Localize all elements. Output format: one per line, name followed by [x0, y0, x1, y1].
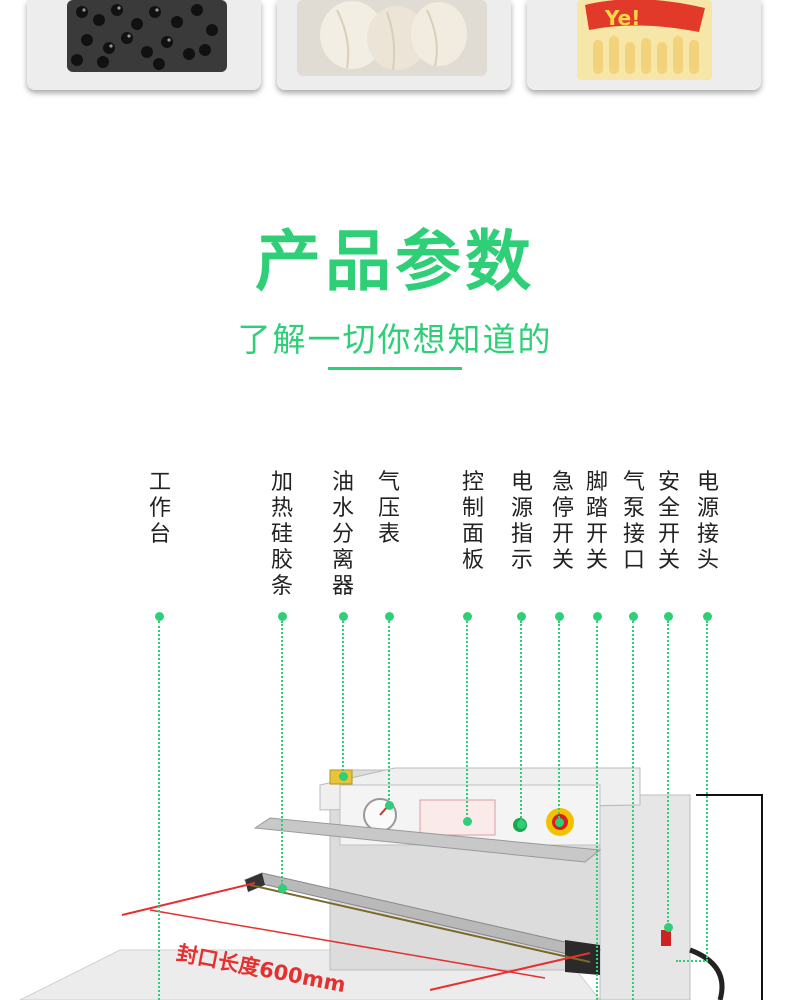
endpoint-oil-water-separator: [339, 772, 348, 781]
endpoint-control-panel: [463, 817, 472, 826]
page-subtitle: 了解一切你想知道的: [237, 320, 553, 359]
sample-card-snack: Ye!: [527, 0, 761, 90]
endpoint-air-pressure-gauge: [385, 801, 394, 810]
label-power-indicator: 电源指示: [510, 470, 533, 573]
marker-power-connector: [703, 612, 712, 621]
marker-power-indicator: [517, 612, 526, 621]
leader-air-pump-port: [632, 621, 634, 1000]
label-control-panel: 控制面板: [461, 470, 484, 573]
leader-power-indicator: [520, 621, 522, 821]
leader-power-connector: [706, 621, 708, 961]
leader-control-panel: [466, 621, 468, 819]
black-beans-photo: [27, 0, 261, 90]
marker-emergency-stop-switch: [555, 612, 564, 621]
label-work-table: 工作台: [148, 470, 171, 547]
snack-photo: Ye!: [527, 0, 761, 90]
marker-work-table: [155, 612, 164, 621]
sample-card-black-beans: [27, 0, 261, 90]
label-power-connector: 电源接头: [696, 470, 719, 573]
leader-air-pressure-gauge: [388, 621, 390, 804]
snack-pack-text: Ye!: [604, 6, 640, 30]
subtitle-underline: [328, 367, 462, 370]
leader-emergency-stop-switch: [558, 621, 560, 821]
endpoint-heating-silicone-strip: [278, 884, 287, 893]
leader-oil-water-separator: [342, 621, 344, 775]
label-heating-silicone-strip: 加热硅胶条: [270, 470, 293, 599]
marker-air-pressure-gauge: [385, 612, 394, 621]
marker-air-pump-port: [629, 612, 638, 621]
marker-foot-pedal-switch: [593, 612, 602, 621]
label-air-pressure-gauge: 气压表: [377, 470, 400, 547]
label-oil-water-separator: 油水分离器: [331, 470, 354, 599]
leader-foot-pedal-switch: [596, 621, 598, 1000]
page-title: 产品参数: [255, 223, 535, 300]
endpoint-power-indicator: [517, 820, 526, 829]
leader-safety-switch: [667, 621, 669, 926]
garlic-photo: [277, 0, 511, 90]
label-emergency-stop-switch: 急停开关: [551, 470, 574, 573]
label-foot-pedal-switch: 脚踏开关: [585, 470, 608, 573]
leader-heating-silicone-strip: [281, 621, 283, 885]
leader-work-table: [158, 621, 160, 1000]
sample-card-garlic: [277, 0, 511, 90]
marker-heating-silicone-strip: [278, 612, 287, 621]
marker-oil-water-separator: [339, 612, 348, 621]
marker-control-panel: [463, 612, 472, 621]
endpoint-safety-switch: [664, 923, 673, 932]
leader-power-connector-elbow: [676, 960, 708, 962]
marker-safety-switch: [664, 612, 673, 621]
vacuum-sealer-illustration: [19, 767, 763, 1000]
endpoint-emergency-stop-switch: [555, 818, 564, 827]
label-air-pump-port: 气泵接口: [622, 470, 645, 573]
label-safety-switch: 安全开关: [657, 470, 680, 573]
